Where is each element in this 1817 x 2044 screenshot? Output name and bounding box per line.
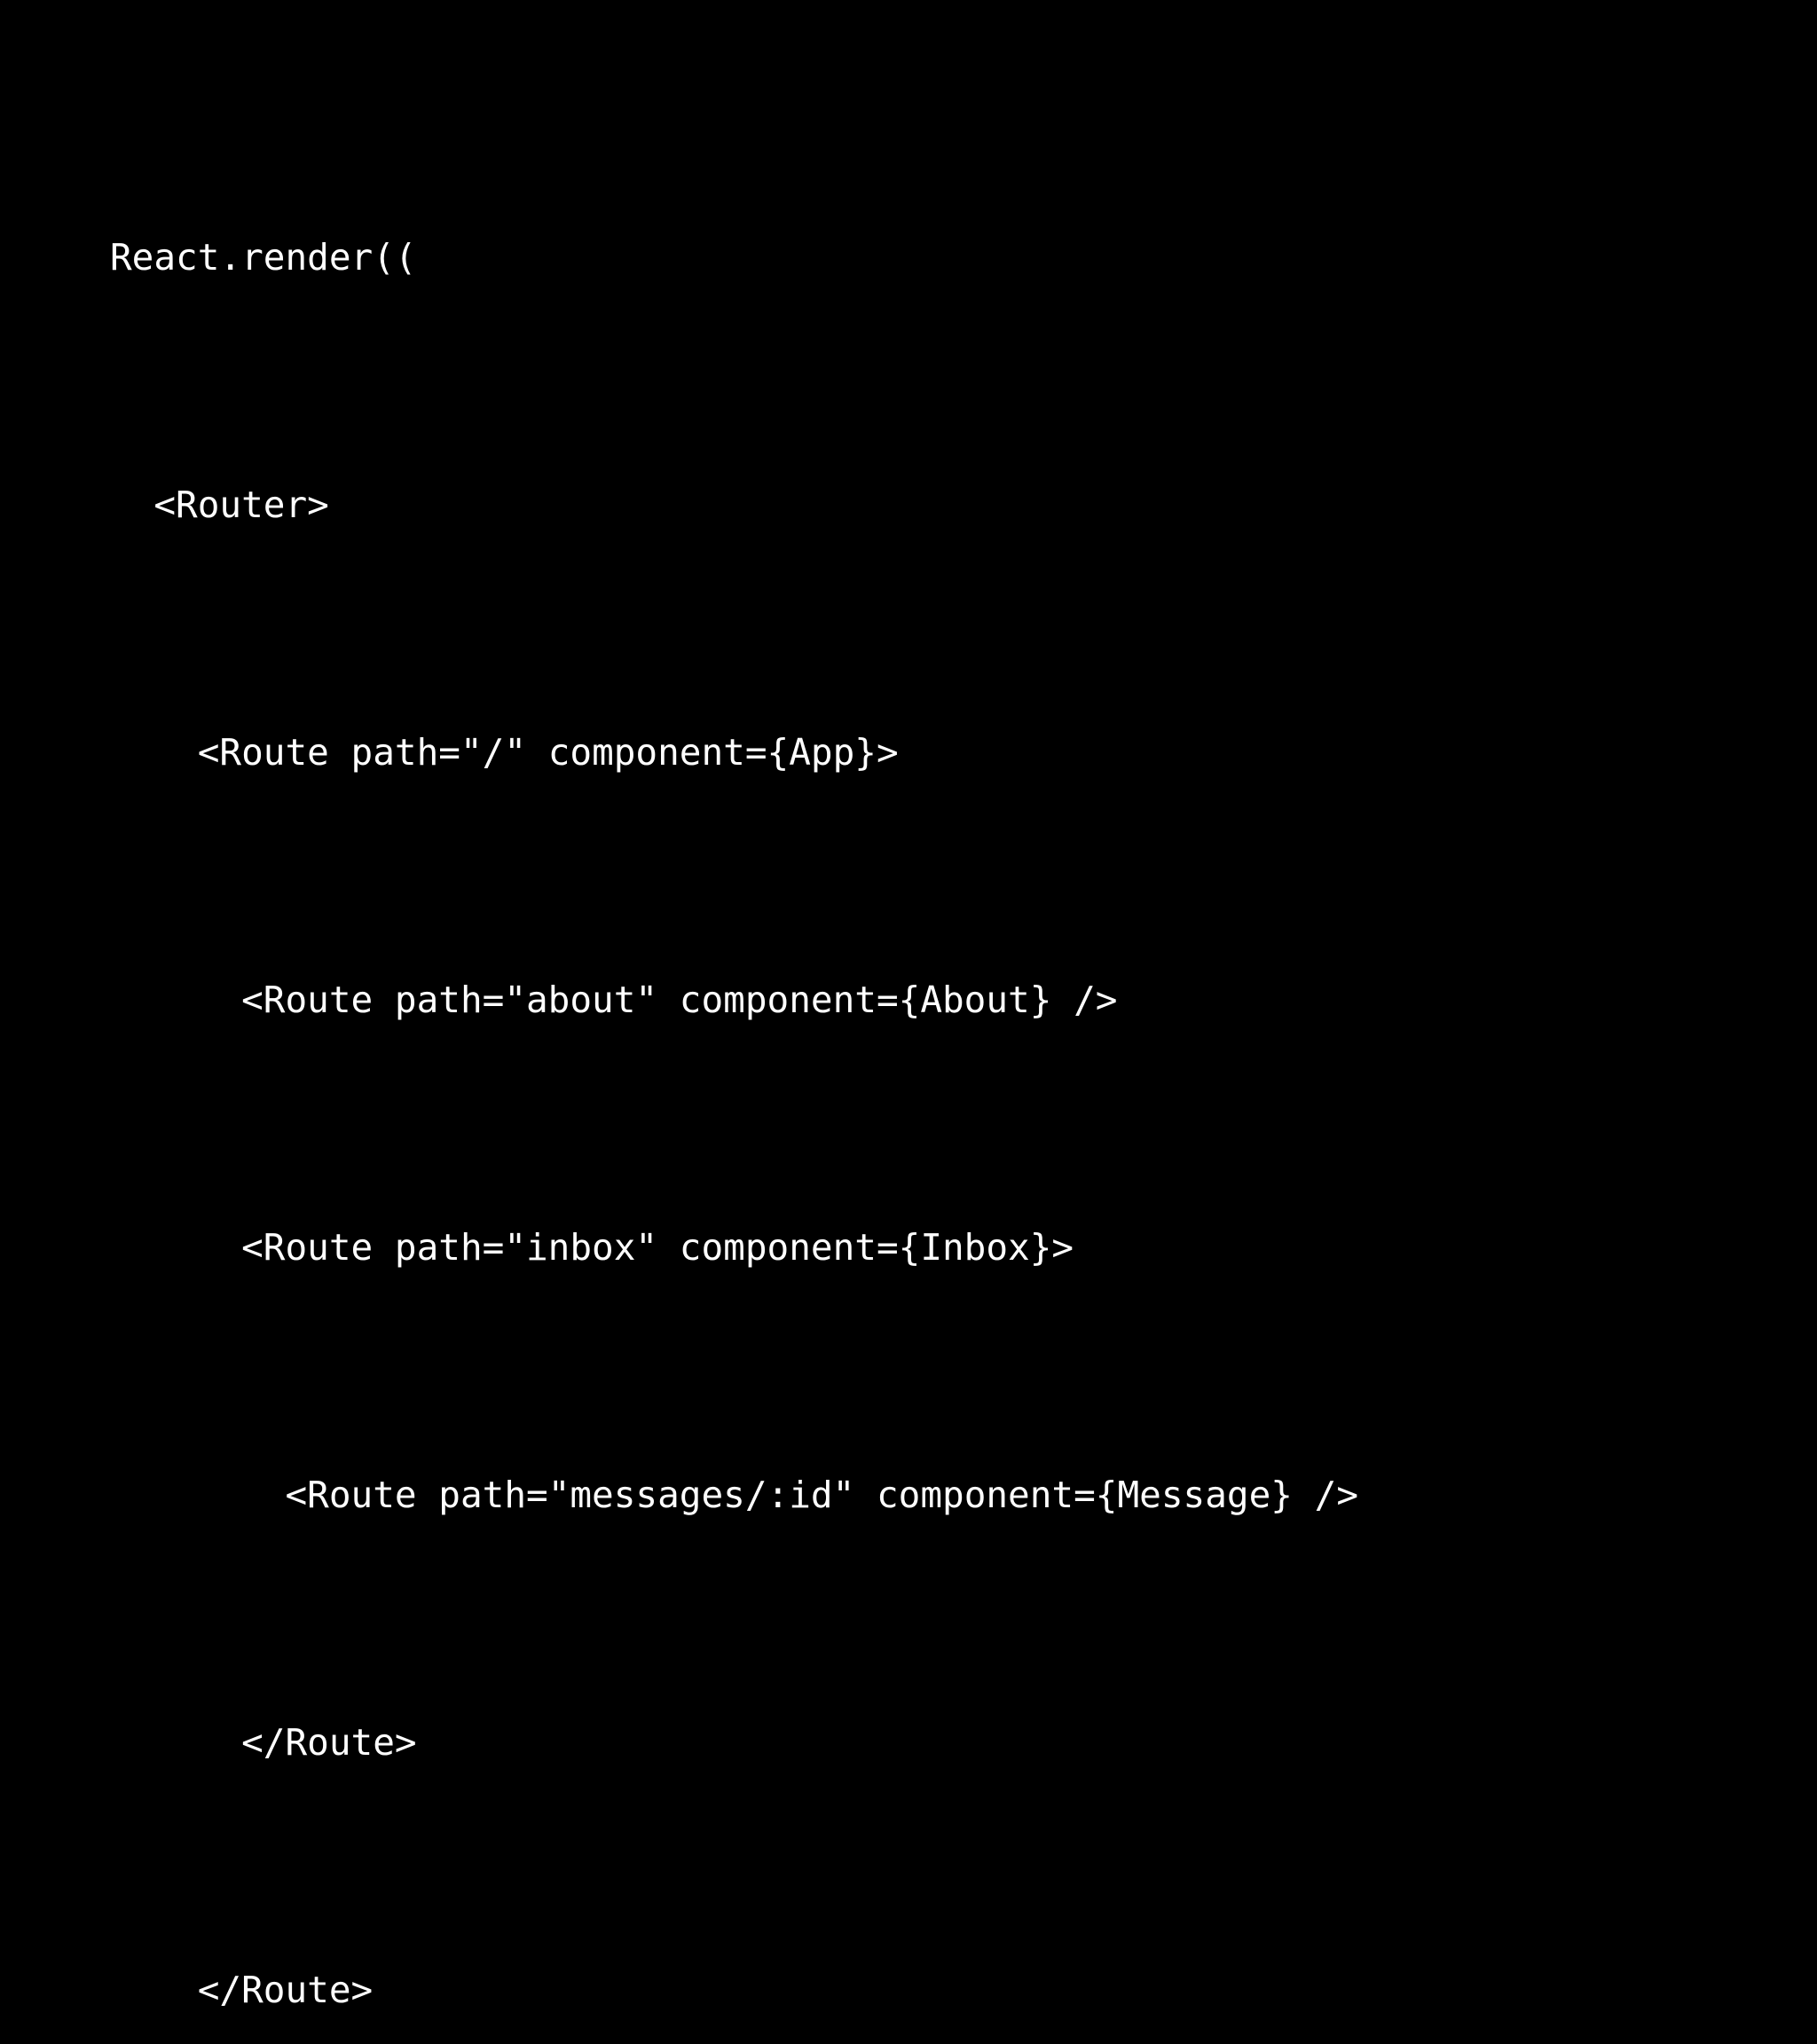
code-line: </Route> [110,1721,417,1764]
code-line: </Route> [110,1969,374,2011]
code-slide: React.render(( <Router> <Route path="/" … [110,236,1359,2011]
code-line: <Route path="/" component={App}> [110,731,899,774]
code-line: React.render(( [110,236,417,279]
code-line: <Route path="about" component={About} /> [110,979,1118,1021]
code-block: React.render(( <Router> <Route path="/" … [110,51,1671,2044]
code-line: <Route path="inbox" component={Inbox}> [110,1226,1074,1269]
code-line: <Router> [110,483,329,526]
code-line: <Route path="messages/:id" component={Me… [110,1474,1359,1516]
